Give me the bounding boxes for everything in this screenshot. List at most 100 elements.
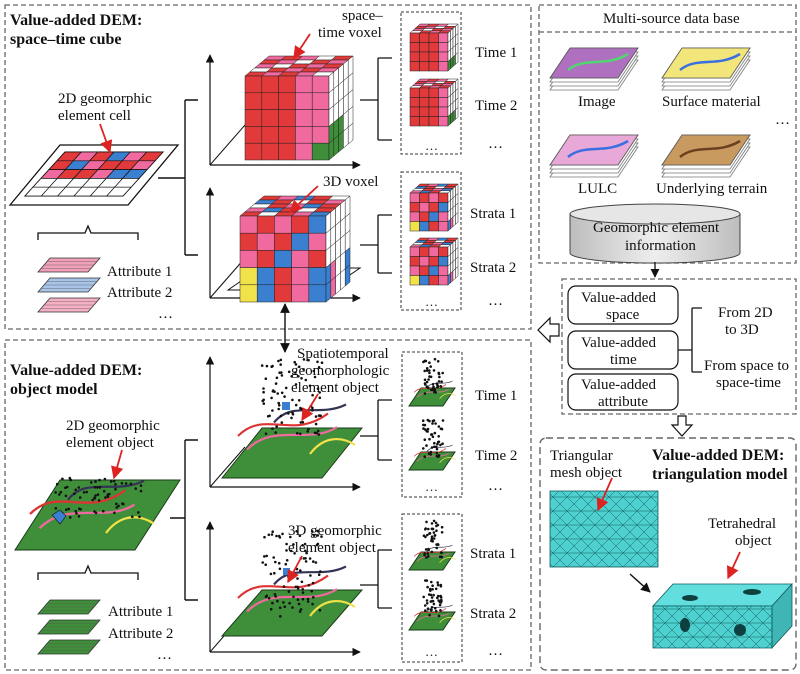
point	[263, 555, 266, 558]
point	[293, 552, 296, 555]
point	[263, 535, 266, 539]
voxel-front	[261, 142, 279, 161]
point	[425, 579, 429, 582]
voxel-front	[428, 211, 439, 222]
point	[73, 492, 76, 496]
cylinder-label-2: information	[625, 238, 696, 254]
voxel-side	[347, 122, 354, 145]
point	[437, 614, 441, 618]
point	[295, 530, 299, 533]
small-plane	[408, 551, 456, 571]
point	[287, 412, 290, 415]
element-curve	[426, 604, 453, 612]
voxel-side	[330, 276, 336, 299]
point	[296, 598, 300, 601]
point	[438, 603, 442, 607]
point	[311, 602, 314, 606]
obj-strata-box	[401, 513, 463, 663]
point	[315, 543, 319, 547]
mesh-pointer-arrow	[596, 477, 613, 512]
point	[120, 482, 124, 485]
voxel-front	[278, 142, 296, 161]
point	[317, 433, 321, 436]
point	[438, 555, 442, 559]
point	[430, 446, 434, 449]
cylinder-label-1: Geomorphic element	[593, 220, 720, 236]
voxel-front	[428, 256, 439, 267]
data-feature	[679, 52, 741, 72]
st-object-arrow	[301, 393, 319, 422]
branch-bracket-object	[170, 439, 198, 601]
point	[432, 602, 436, 606]
voxel-front	[278, 92, 296, 110]
voxel-front	[438, 51, 449, 62]
point	[129, 482, 133, 486]
st-object-label-2: geomorphologic	[291, 363, 390, 379]
st-voxel-label-2: time voxel	[318, 25, 382, 41]
space-time-cube	[205, 54, 361, 170]
point	[425, 520, 428, 524]
point	[285, 542, 288, 546]
point	[298, 534, 302, 537]
point	[301, 544, 304, 547]
point	[436, 543, 440, 546]
point	[282, 601, 285, 604]
point	[439, 609, 442, 612]
obj-strata2: Strata 2	[470, 606, 516, 622]
point	[264, 377, 268, 381]
point	[270, 533, 274, 536]
voxel-front	[409, 51, 420, 62]
voxel-front	[428, 87, 439, 98]
database-cylinder	[569, 203, 741, 264]
voxel-front	[428, 97, 439, 108]
voxel-front	[419, 202, 430, 213]
point	[426, 427, 430, 431]
voxel-front	[438, 221, 449, 232]
point	[425, 367, 429, 370]
voxel-front	[244, 75, 263, 94]
voxel-side	[455, 106, 459, 120]
point	[431, 383, 435, 386]
voxel-front	[409, 106, 420, 117]
point	[315, 431, 319, 435]
point	[90, 481, 93, 484]
voxel-front	[409, 116, 420, 127]
voxel-front	[311, 109, 330, 127]
point	[439, 583, 443, 587]
voxel-front	[308, 215, 327, 234]
point	[262, 387, 265, 390]
point	[78, 507, 81, 511]
point	[424, 428, 427, 431]
point	[318, 396, 322, 400]
point	[425, 385, 429, 389]
voxel-side	[450, 270, 454, 284]
point	[294, 403, 298, 407]
data-feature	[679, 139, 741, 159]
voxel-front	[419, 61, 430, 72]
point	[436, 442, 439, 446]
element-curve	[246, 588, 338, 613]
spatiotemporal-object-scene	[205, 356, 364, 492]
point	[427, 527, 430, 531]
point	[102, 509, 105, 513]
point	[440, 380, 443, 384]
point	[309, 574, 312, 577]
point	[422, 447, 425, 450]
cell-pointer-arrow	[99, 123, 113, 154]
point	[301, 591, 305, 594]
point	[98, 478, 101, 482]
voxel-front	[274, 284, 292, 303]
grid-cell	[105, 186, 132, 197]
point	[428, 437, 431, 441]
point	[299, 608, 303, 611]
voxel-front	[308, 232, 327, 251]
point	[292, 595, 295, 599]
point	[96, 486, 99, 489]
voxel-front	[308, 250, 327, 268]
point	[434, 609, 438, 613]
point	[314, 415, 318, 418]
triangular-mesh-object	[549, 490, 659, 568]
data-base-title: Multi-source data base	[603, 11, 740, 27]
point	[274, 560, 277, 564]
point	[434, 521, 438, 525]
